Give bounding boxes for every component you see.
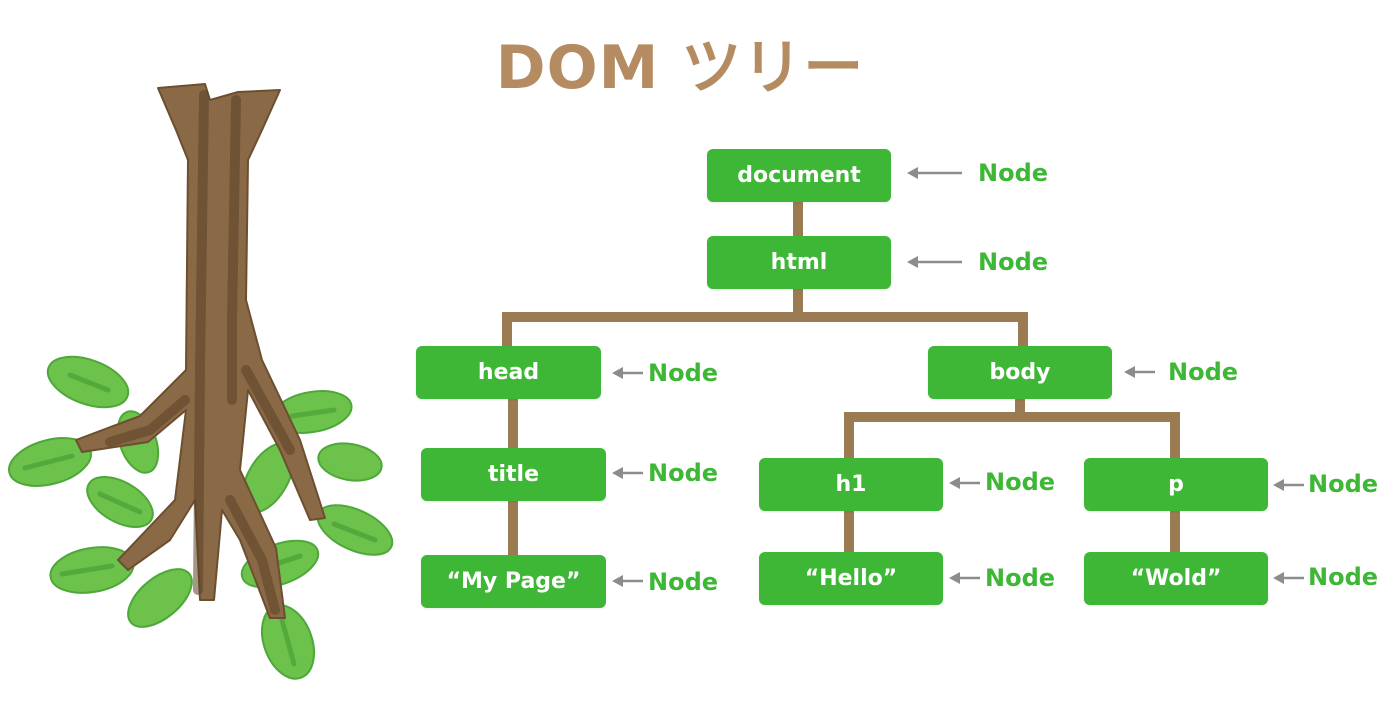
connector-title-mypage	[508, 500, 518, 557]
connector-body-down	[1015, 398, 1025, 418]
arrow-left-icon	[907, 256, 962, 268]
connector-h1-hello	[844, 510, 854, 554]
connector-head-title	[508, 398, 518, 450]
node-label: Node	[1308, 563, 1379, 591]
tree-roots-with-leaves-icon	[8, 83, 394, 680]
node-wold: “Wold”	[1084, 552, 1268, 605]
connector-document-html	[793, 202, 803, 238]
node-label: Node	[648, 359, 719, 387]
node-h1: h1	[759, 458, 943, 511]
connector-branch-body	[1018, 312, 1028, 348]
arrow-left-icon	[612, 367, 643, 379]
arrow-left-icon	[1273, 479, 1304, 491]
connector-p-wold	[1170, 510, 1180, 554]
connector-html-down	[793, 289, 803, 319]
arrow-left-icon	[949, 572, 980, 584]
connector-html-branch	[502, 312, 1028, 322]
node-body: body	[928, 346, 1112, 399]
node-title: title	[421, 448, 606, 501]
node-document: document	[707, 149, 891, 202]
node-label: Node	[985, 468, 1056, 496]
node-label: Node	[1308, 470, 1379, 498]
node-label: Node	[648, 459, 719, 487]
arrow-left-icon	[907, 167, 962, 179]
arrow-left-icon	[1273, 572, 1304, 584]
diagram-title: DOM ツリー	[495, 33, 865, 103]
node-hello: “Hello”	[759, 552, 943, 605]
arrow-left-icon	[612, 575, 643, 587]
connector-branch-head	[502, 312, 512, 348]
node-label: Node	[1168, 358, 1239, 386]
node-my-page: “My Page”	[421, 555, 606, 608]
node-p: p	[1084, 458, 1268, 511]
node-label: Node	[978, 159, 1049, 187]
node-label: Node	[978, 248, 1049, 276]
arrow-left-icon	[949, 477, 980, 489]
node-label: Node	[985, 564, 1056, 592]
connector-branch-p	[1170, 412, 1180, 460]
node-head: head	[416, 346, 601, 399]
connector-body-branch	[844, 412, 1180, 422]
node-label: Node	[648, 568, 719, 596]
arrow-left-icon	[1124, 366, 1155, 378]
node-html: html	[707, 236, 891, 289]
arrow-left-icon	[612, 467, 643, 479]
connector-branch-h1	[844, 412, 854, 460]
